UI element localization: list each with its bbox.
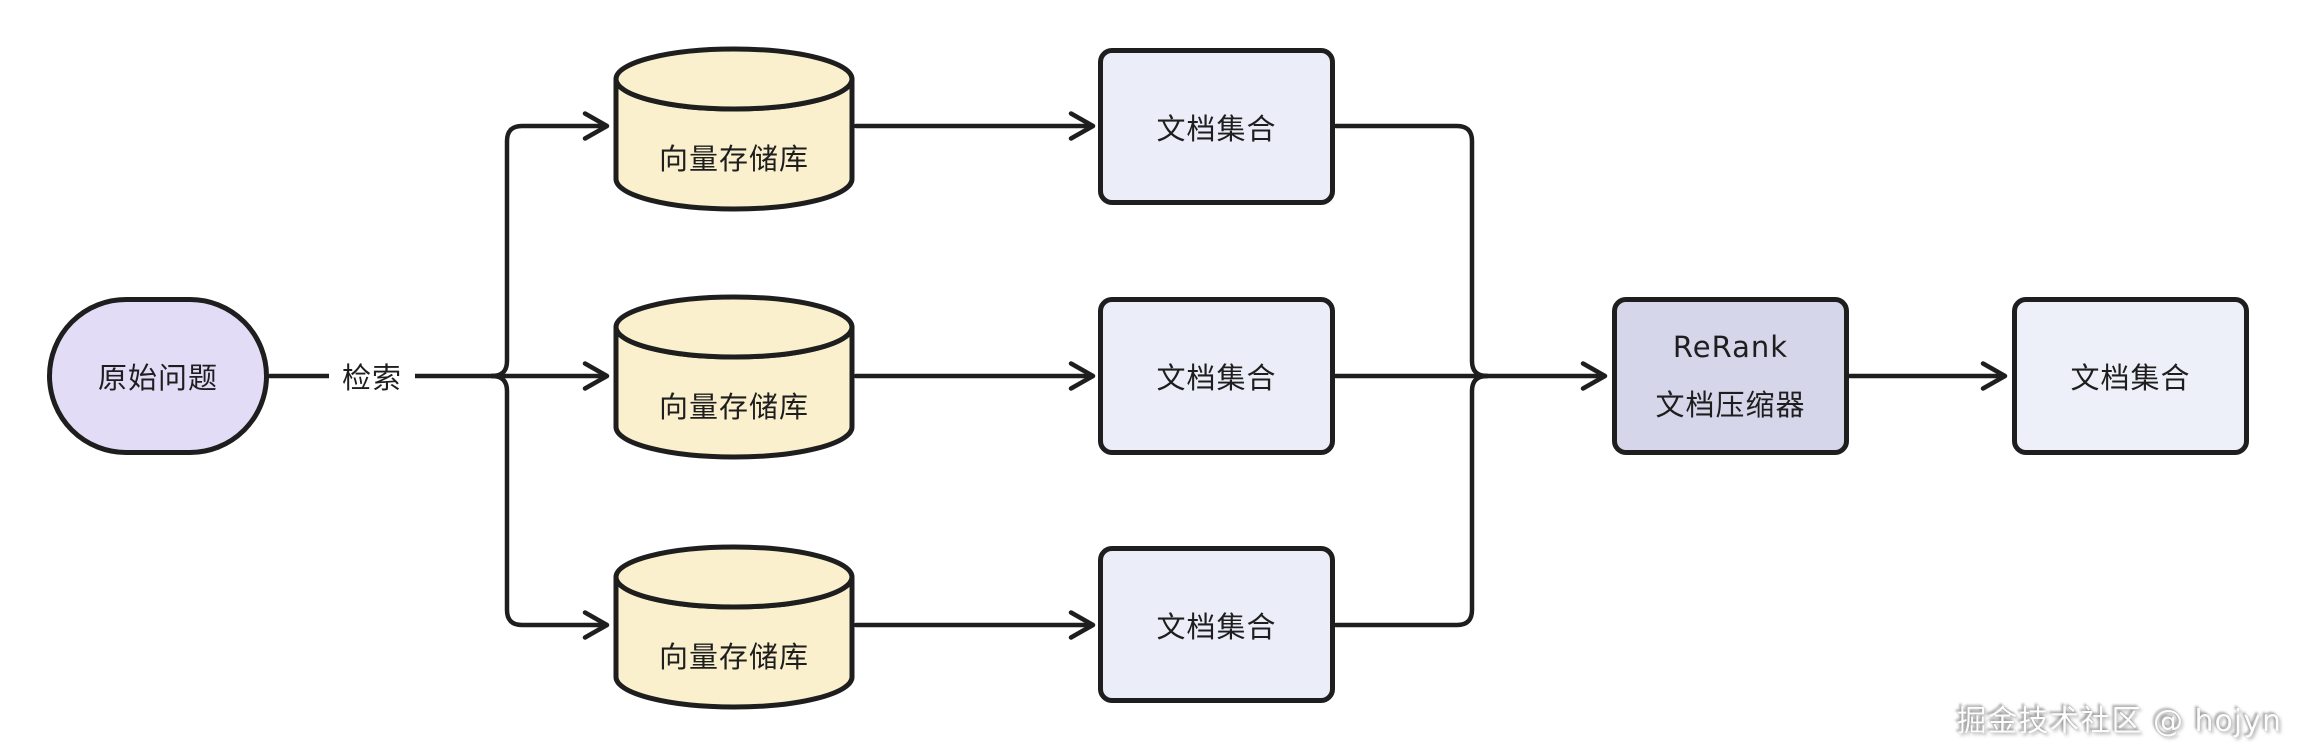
arrowhead-store-bottom — [582, 610, 610, 640]
arrowhead-docs-bottom — [1068, 610, 1096, 640]
cylinder-shape — [613, 544, 855, 710]
vector-store-label: 向量存储库 — [658, 640, 809, 675]
vector-store-label: 向量存储库 — [658, 142, 809, 177]
arrowhead-store-mid — [582, 361, 610, 391]
doc-collection-label: 文档集合 — [1156, 361, 1277, 395]
edge-split-to-store-bottom — [489, 373, 606, 628]
cylinder-shape — [613, 46, 855, 212]
cylinder-shape — [613, 294, 855, 460]
rerank-compressor-box: ReRank 文档压缩器 — [1612, 297, 1849, 455]
rerank-label-line1: ReRank — [1672, 330, 1789, 364]
doc-collection-label: 文档集合 — [1156, 609, 1277, 644]
vector-store-label: 向量存储库 — [658, 390, 809, 425]
doc-collection-box-mid: 文档集合 — [1098, 297, 1335, 455]
rerank-label-line2: 文档压缩器 — [1655, 388, 1806, 422]
arrowhead-final — [1980, 361, 2008, 391]
final-doc-collection-box: 文档集合 — [2012, 297, 2249, 455]
origin-question-label: 原始问题 — [97, 361, 218, 395]
vector-store-cylinder-top: 向量存储库 — [613, 45, 855, 215]
doc-collection-box-top: 文档集合 — [1098, 48, 1335, 205]
arrowhead-store-top — [582, 111, 610, 141]
retrieval-edge-label: 检索 — [329, 354, 415, 398]
arrowhead-rerank — [1580, 361, 1608, 391]
arrowhead-docs-top — [1068, 111, 1096, 141]
vector-store-cylinder-bottom: 向量存储库 — [613, 543, 855, 713]
vector-store-cylinder-mid: 向量存储库 — [613, 293, 855, 463]
arrowhead-docs-mid — [1068, 361, 1096, 391]
final-doc-collection-label: 文档集合 — [2070, 361, 2191, 395]
doc-collection-box-bottom: 文档集合 — [1098, 546, 1335, 703]
edge-docs-bottom-to-merge — [1333, 373, 1490, 628]
watermark: 掘金技术社区 @ hojyn — [1956, 704, 2282, 739]
edge-split-to-store-top — [489, 123, 606, 379]
edge-docs-top-to-merge — [1333, 123, 1490, 379]
origin-question-node: 原始问题 — [47, 297, 269, 455]
doc-collection-label: 文档集合 — [1156, 111, 1277, 146]
